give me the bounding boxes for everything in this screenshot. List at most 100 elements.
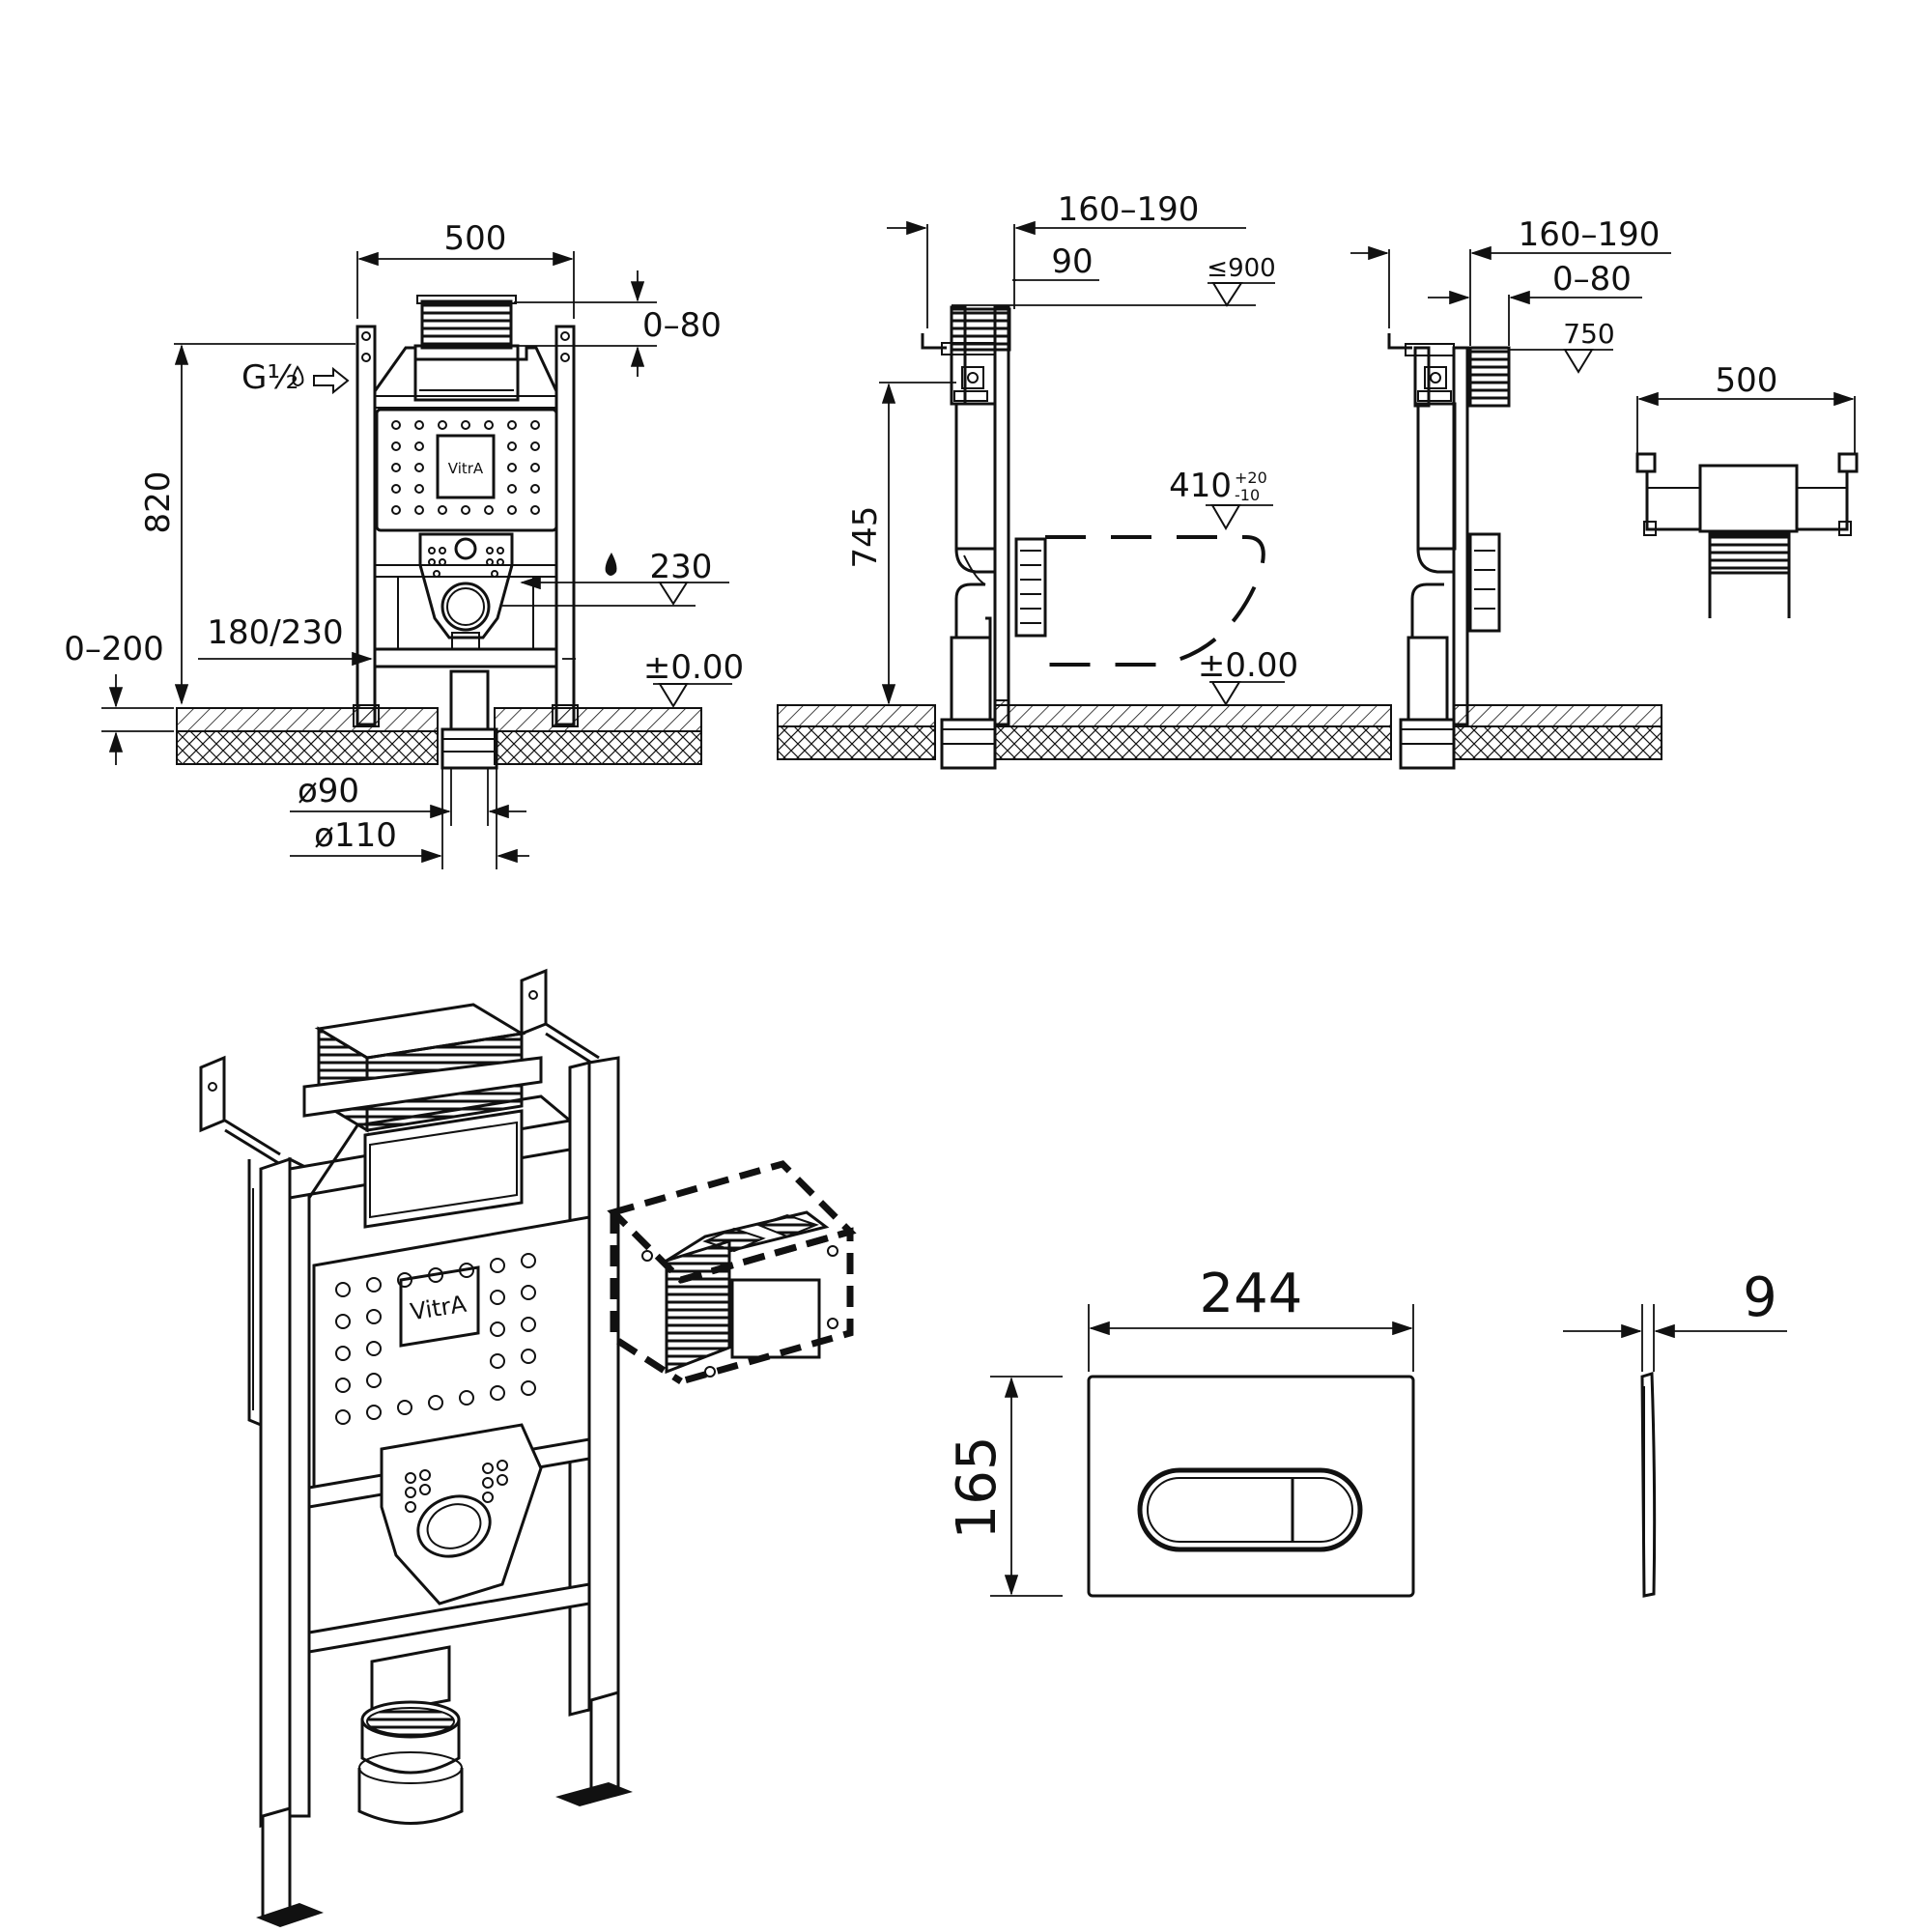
- iso-panel-dot: [397, 1272, 412, 1288]
- iso-panel-dot: [366, 1309, 382, 1324]
- iso-panel-dot: [490, 1385, 505, 1401]
- iso-drain-housing: [357, 1423, 543, 1825]
- drain-drop-icon: [605, 553, 617, 576]
- drain-dots: [428, 547, 504, 578]
- dim-depth-range: 160–190: [1350, 215, 1671, 346]
- panel-dot: [391, 463, 401, 472]
- drain-housing: [418, 532, 514, 650]
- panel-dot: [461, 505, 470, 515]
- frame-height-label: 745: [846, 506, 885, 569]
- top-level-marker: 750: [1509, 318, 1615, 374]
- iso-panel-dot: [459, 1390, 474, 1406]
- panel-dot: [530, 420, 540, 430]
- cistern-panel: VitrA: [375, 408, 558, 532]
- panel-dot: [391, 484, 401, 494]
- floor-slab: [1453, 704, 1662, 760]
- top-level-label: ≤900: [1207, 254, 1275, 283]
- iso-panel-dot: [459, 1263, 474, 1278]
- pan-height-label: 410: [1169, 467, 1232, 505]
- iso-panel-dot: [521, 1349, 536, 1364]
- plate-thickness-label: 9: [1743, 1266, 1777, 1329]
- pipe-small-label: ø90: [298, 772, 359, 810]
- iso-panel-dot: [366, 1277, 382, 1293]
- front-view: VitrA 500 0–80: [64, 219, 744, 869]
- drain-dot: [428, 547, 436, 554]
- adjust-top-label: 0–80: [642, 306, 722, 345]
- dim-frame-height: 745: [846, 382, 956, 705]
- plate-height-label: 165: [946, 1436, 1009, 1540]
- iso-panel-dot: [335, 1314, 351, 1329]
- top-grille: [413, 295, 520, 402]
- iso-panel-dot: [428, 1267, 443, 1283]
- panel-dot: [391, 505, 401, 515]
- panel-dot: [507, 463, 517, 472]
- top-level-marker: ≤900: [952, 254, 1276, 307]
- dim-depth-min: 90: [1012, 242, 1099, 281]
- pipe-large-label: ø110: [314, 816, 397, 855]
- drain-height-label: 230: [650, 548, 713, 586]
- pan-tolerance-minus: -10: [1235, 486, 1260, 504]
- iso-panel-dot: [366, 1373, 382, 1388]
- iso-detached-box: [607, 1160, 857, 1385]
- iso-panel-dot: [397, 1400, 412, 1415]
- iso-drain-dot: [482, 1492, 494, 1503]
- panel-dot: [391, 420, 401, 430]
- drain-dot: [428, 558, 436, 566]
- iso-drain-dots: [405, 1460, 508, 1513]
- panel-dot: [391, 441, 401, 451]
- iso-panel-dot: [335, 1282, 351, 1297]
- water-drop-icon: [292, 365, 304, 386]
- panel-dot: [484, 420, 494, 430]
- panel-dot: [484, 505, 494, 515]
- iso-panel-dot: [335, 1409, 351, 1425]
- pan-height-marker: 410 +20 -10: [1169, 467, 1273, 530]
- side-view-pan: 160–190 90 ≤900 745 410 +20 -10: [777, 190, 1392, 770]
- drain-dot: [497, 547, 504, 554]
- panel-dot: [461, 420, 470, 430]
- drain-dot: [439, 558, 446, 566]
- drain-dot: [439, 547, 446, 554]
- floor-level-marker: ±0.00: [1198, 646, 1298, 706]
- panel-dot: [507, 505, 517, 515]
- top-view: 500: [1635, 361, 1859, 618]
- iso-drain-dot: [497, 1460, 508, 1471]
- iso-panel-dot: [335, 1346, 351, 1361]
- iso-panel-dots: [335, 1253, 536, 1425]
- drain-dot: [486, 558, 494, 566]
- dim-drain-height: 230: [502, 548, 729, 607]
- iso-view: VitrA: [199, 968, 857, 1927]
- dim-adjust-leg: 0–200: [64, 630, 174, 765]
- dim-pipe-diameters: ø90 ø110: [290, 768, 529, 869]
- floor-level-label: ±0.00: [1198, 646, 1298, 685]
- iso-drain-dot: [405, 1487, 416, 1498]
- dim-drain-offset: 180/230: [198, 613, 576, 667]
- panel-dot: [530, 463, 540, 472]
- inlet-label: G½: [242, 358, 298, 397]
- frame-body: [373, 346, 558, 668]
- inlet-label-group: G½: [242, 358, 350, 397]
- iso-panel-dot: [490, 1353, 505, 1369]
- dim-adjust-top: 0–80: [514, 270, 722, 377]
- adjust-label: 0–80: [1552, 260, 1632, 298]
- top-level-label: 750: [1563, 318, 1614, 350]
- flush-plate-side: 9: [1563, 1266, 1787, 1598]
- frame-side: [921, 305, 1010, 726]
- panel-dot: [414, 484, 424, 494]
- adjust-leg-label: 0–200: [64, 630, 164, 668]
- panel-dot: [414, 441, 424, 451]
- iso-drain-dot: [419, 1484, 431, 1495]
- panel-dot: [507, 420, 517, 430]
- iso-drain-dot: [419, 1469, 431, 1481]
- iso-drain-dot: [405, 1501, 416, 1513]
- panel-dots: [391, 420, 540, 515]
- flush-plate-front: 244 165: [946, 1263, 1415, 1598]
- iso-panel-dot: [366, 1405, 382, 1420]
- brand-logo: VitrA: [448, 460, 484, 477]
- iso-panel-dot: [490, 1290, 505, 1305]
- floor-slab: [777, 704, 1392, 760]
- dim-width: 500: [356, 219, 575, 319]
- panel-dot: [530, 441, 540, 451]
- top-width-label: 500: [1716, 361, 1778, 400]
- drain-dot: [486, 547, 494, 554]
